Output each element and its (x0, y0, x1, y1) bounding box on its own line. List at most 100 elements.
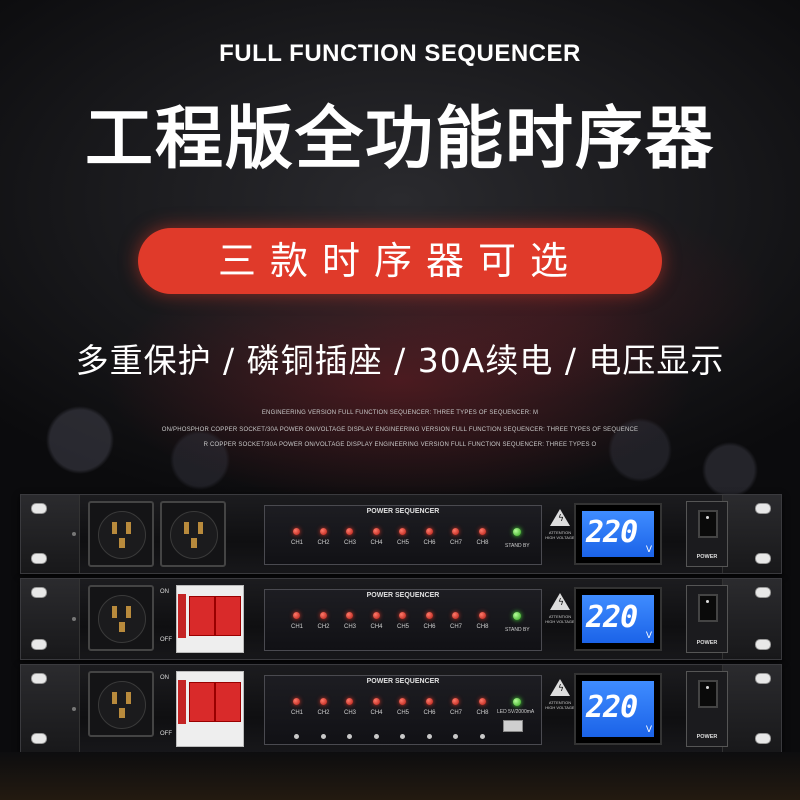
fine-print-line-1: ENGINEERING VERSION FULL FUNCTION SEQUEN… (261, 410, 539, 416)
socket-face (98, 511, 146, 559)
channel-label: CH6 (423, 710, 436, 716)
mount-hole (31, 639, 47, 650)
channel-led (478, 698, 486, 705)
socket-pin (191, 538, 197, 548)
rack-ear-right (723, 495, 781, 573)
panel-label: POWER SEQUENCER (366, 592, 440, 599)
socket-pin (126, 522, 131, 534)
channel-indicator (373, 734, 379, 739)
socket-pin (198, 522, 203, 534)
channel-label: CH1 (290, 540, 303, 546)
attention-line1: ATTENTION (548, 530, 572, 535)
channel-label: CH4 (370, 624, 383, 630)
channel-led (399, 698, 406, 705)
circuit-breaker (176, 671, 244, 747)
channel-led (293, 528, 300, 535)
channel-led (293, 698, 300, 705)
channel-label: CH3 (343, 624, 356, 630)
socket-pin (112, 692, 117, 704)
socket-pin (126, 692, 131, 704)
breaker-off-label: OFF (160, 731, 172, 737)
circuit-breaker (176, 585, 244, 653)
socket-pin (126, 606, 131, 618)
mount-hole (755, 503, 771, 514)
mount-hole (31, 503, 47, 514)
standby-led (513, 528, 521, 536)
channel-led (346, 612, 353, 619)
channel-led (319, 528, 327, 535)
socket-pin (112, 522, 117, 534)
mount-hole (755, 639, 771, 650)
channel-label: CH5 (396, 540, 409, 546)
channel-led (425, 698, 433, 705)
socket-icon (88, 585, 154, 651)
channel-label: CH4 (370, 710, 383, 716)
warning-triangle-icon: ϟ (550, 593, 570, 610)
rack-ear-left (21, 665, 79, 753)
socket-pin (184, 522, 189, 534)
mount-hole (31, 673, 47, 684)
power-switch[interactable]: POWER (686, 585, 728, 653)
floor-glow (0, 752, 800, 800)
standby-led (513, 612, 521, 620)
attention-line2: HIGH VOLTAGE (545, 535, 575, 540)
channel-indicator (347, 734, 352, 739)
attention-line1: ATTENTION (548, 700, 572, 705)
mount-hole (755, 733, 771, 744)
attention-line1: ATTENTION (548, 614, 572, 619)
channel-label: CH8 (476, 624, 489, 630)
rack-ear-right (723, 579, 781, 659)
rack-ear-left (21, 495, 79, 573)
channel-label: CH2 (317, 540, 330, 546)
socket-icon (160, 501, 226, 567)
channel-led (452, 612, 459, 619)
channel-label: CH5 (396, 710, 409, 716)
breaker-brand (178, 680, 186, 724)
channel-led (425, 528, 433, 535)
standby-led (513, 698, 521, 706)
channel-indicator (400, 734, 405, 739)
breaker-brand (178, 594, 186, 638)
power-switch[interactable]: POWER (686, 501, 728, 567)
mount-hole (31, 733, 47, 744)
voltage-value: 220 (586, 690, 638, 725)
power-rocker-icon (698, 680, 718, 708)
power-label: POWER (696, 640, 718, 646)
socket-pin (119, 622, 125, 632)
warning-bolt: ϟ (558, 598, 564, 608)
channel-led (452, 528, 459, 535)
channel-indicator (453, 734, 458, 739)
standby-label: STAND BY (505, 543, 530, 549)
channel-indicator (294, 734, 299, 739)
channel-led (478, 528, 486, 535)
channel-label: CH1 (290, 624, 303, 630)
socket-pin (112, 606, 117, 618)
channel-label: CH3 (343, 540, 356, 546)
badge-text: 三款时序器可选 (217, 239, 582, 283)
power-switch[interactable]: POWER (686, 671, 728, 747)
channel-label: CH7 (449, 624, 462, 630)
channel-label: CH3 (343, 710, 356, 716)
socket-pin (119, 538, 125, 548)
channel-label: CH6 (423, 540, 436, 546)
warning-bolt: ϟ (558, 684, 564, 694)
voltage-unit: V (645, 725, 652, 735)
channel-led (399, 612, 406, 619)
channel-led (372, 698, 380, 705)
channel-label: CH2 (317, 710, 330, 716)
badge-pill: 三款时序器可选 (138, 228, 662, 294)
title-chinese: 工程版全功能时序器 (84, 100, 715, 179)
channel-label: CH6 (423, 624, 436, 630)
mount-hole (31, 587, 47, 598)
fine-print-line-3: R COPPER SOCKET/30A POWER ON/VOLTAGE DIS… (203, 442, 597, 448)
screw (72, 707, 76, 711)
